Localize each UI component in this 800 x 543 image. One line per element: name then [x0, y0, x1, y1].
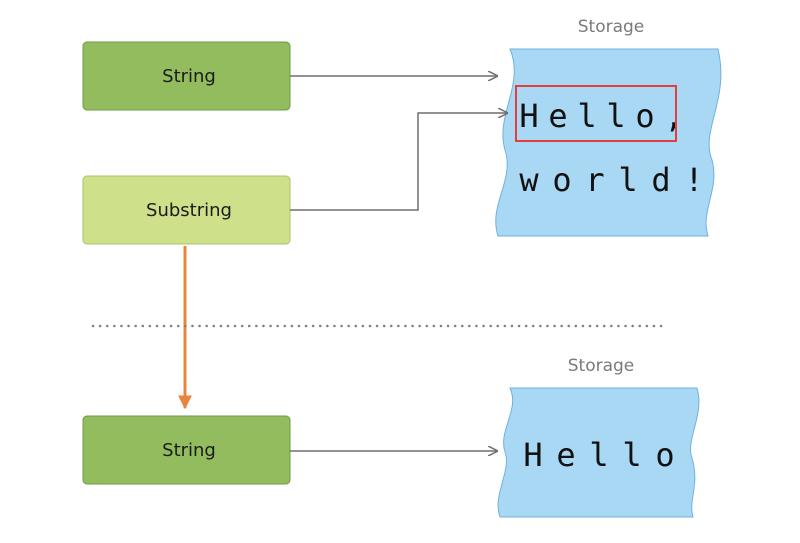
top-line1-char: l	[577, 97, 602, 135]
bottom-char: l	[589, 436, 614, 474]
top-line1-char: e	[548, 97, 573, 135]
top-line1-char: o	[635, 97, 660, 135]
top-line2-char: r	[585, 161, 610, 199]
top-line2-char: w	[519, 161, 544, 199]
top-line2-char: l	[618, 161, 643, 199]
substring-label: Substring	[146, 200, 232, 221]
substring-box: Substring	[82, 175, 291, 245]
top-line1-char: l	[606, 97, 631, 135]
top-line2-char: !	[684, 161, 709, 199]
bottom-char: l	[622, 436, 647, 474]
top-storage-title: Storage	[578, 17, 645, 37]
top-string-label: String	[162, 66, 216, 87]
bottom-char: e	[556, 436, 581, 474]
top-line1-char: H	[519, 97, 544, 135]
bottom-string-label: String	[162, 440, 216, 461]
top-line2-char: o	[552, 161, 577, 199]
bottom-string-rect	[82, 415, 291, 485]
top-line2-char: d	[651, 161, 676, 199]
top-storage-shape	[495, 48, 722, 237]
bottom-char: o	[655, 436, 680, 474]
bottom-storage-shape	[497, 387, 700, 518]
top-string-box: String	[82, 41, 291, 111]
top-line1-char: ,	[664, 97, 689, 135]
bottom-storage-title: Storage	[568, 356, 635, 376]
substring-highlight-box	[515, 85, 677, 142]
bottom-char: H	[523, 436, 548, 474]
bottom-string-box: String	[82, 415, 291, 485]
substring-to-storage-arrow	[290, 113, 508, 211]
